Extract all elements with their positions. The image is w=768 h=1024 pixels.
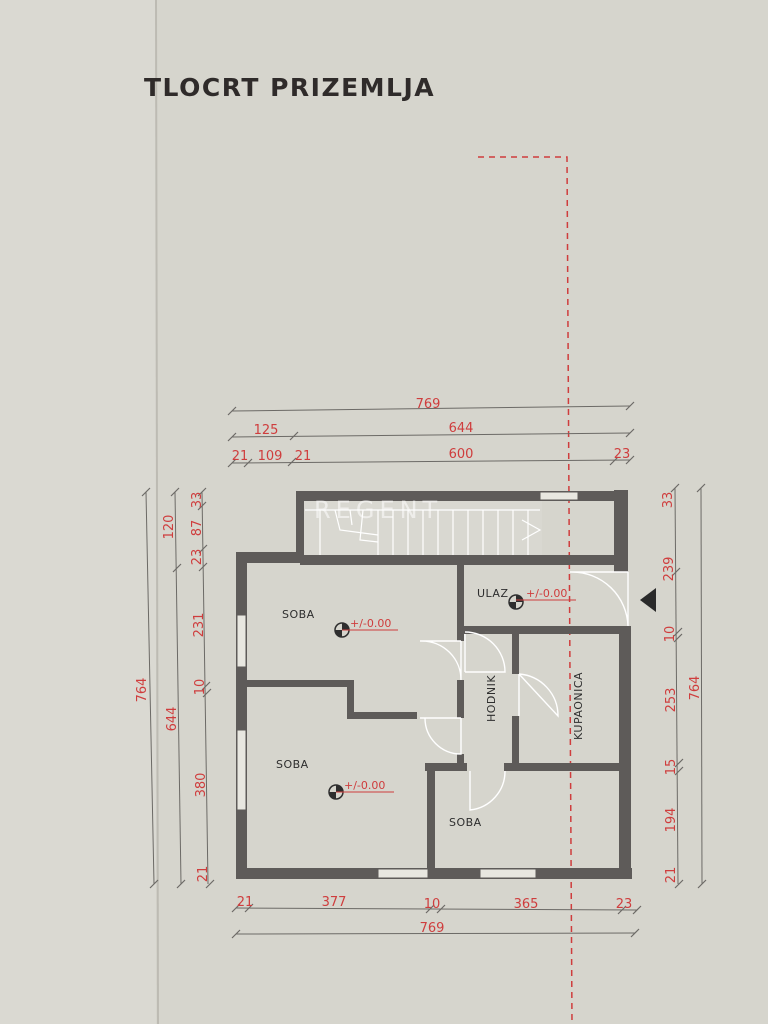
dim-right-detail-2: 239 — [662, 557, 677, 582]
dim-top-detail-1: 21 — [232, 449, 249, 464]
dim-left-mid-1: 120 — [162, 515, 177, 540]
paper-fold-line — [155, 0, 159, 1024]
room-label-soba-small: SOBA — [449, 816, 482, 829]
room-label-ulaz: ULAZ — [477, 587, 509, 600]
dim-right-detail-3: 10 — [663, 626, 678, 643]
page-title: TLOCRT PRIZEMLJA — [144, 73, 436, 102]
dim-bottom-detail-1: 21 — [237, 895, 254, 910]
dim-left-detail-3: 23 — [190, 549, 205, 566]
dim-left-detail-2: 87 — [190, 520, 205, 537]
dim-left-detail-4: 231 — [192, 613, 207, 638]
dim-bottom-total: 769 — [420, 921, 445, 936]
staircase — [304, 501, 542, 555]
dim-right-detail-6: 194 — [664, 808, 679, 833]
dim-left-total: 764 — [135, 678, 150, 703]
level-label-ulaz: +/-0.00 — [526, 587, 567, 600]
dim-right-detail-1: 33 — [661, 492, 676, 509]
watermark-logo: REGENT — [314, 496, 442, 524]
entrance-opening — [614, 572, 628, 626]
level-marker-icon — [508, 594, 524, 610]
dim-right-total: 764 — [688, 676, 703, 701]
dim-top-detail-2: 109 — [258, 449, 283, 464]
dim-right-detail-5: 15 — [664, 759, 679, 776]
room-label-hodnik: HODNIK — [485, 675, 498, 722]
dim-left-mid-2: 644 — [165, 707, 180, 732]
windows — [236, 491, 579, 879]
plot-boundary-line — [478, 156, 573, 1024]
dim-left-detail-1: 33 — [190, 492, 205, 509]
dim-top-detail-3: 21 — [295, 449, 312, 464]
dim-bottom-detail-3: 10 — [424, 897, 441, 912]
dim-left-detail-6: 380 — [194, 773, 209, 798]
dimension-lines — [145, 405, 703, 935]
dim-top-detail-5: 23 — [614, 447, 631, 462]
dim-bottom-detail-5: 23 — [616, 897, 633, 912]
dim-right-detail-7: 21 — [664, 867, 679, 884]
paper-left-panel — [0, 0, 156, 1024]
dim-right-detail-4: 253 — [664, 688, 679, 713]
room-label-soba-top: SOBA — [282, 608, 315, 621]
room-label-soba-bottom: SOBA — [276, 758, 309, 771]
dim-left-detail-7: 21 — [196, 866, 211, 883]
dim-top-detail-4: 600 — [449, 447, 474, 462]
dim-left-detail-5: 10 — [193, 679, 208, 696]
dimension-ticks — [141, 401, 707, 939]
dim-bottom-detail-2: 377 — [322, 895, 347, 910]
dim-top-mid-2: 644 — [449, 421, 474, 436]
level-label-soba-bottom: +/-0.00 — [344, 779, 385, 792]
walls — [236, 490, 632, 879]
dim-top-mid-1: 125 — [254, 423, 279, 438]
entrance-arrow-icon — [640, 588, 656, 612]
door-swings — [420, 571, 629, 811]
dim-top-total: 769 — [416, 397, 441, 412]
room-label-kupaonica: KUPAONICA — [572, 672, 585, 740]
dim-bottom-detail-4: 365 — [514, 897, 539, 912]
level-markers — [328, 594, 576, 800]
level-label-soba-top: +/-0.00 — [350, 617, 391, 630]
